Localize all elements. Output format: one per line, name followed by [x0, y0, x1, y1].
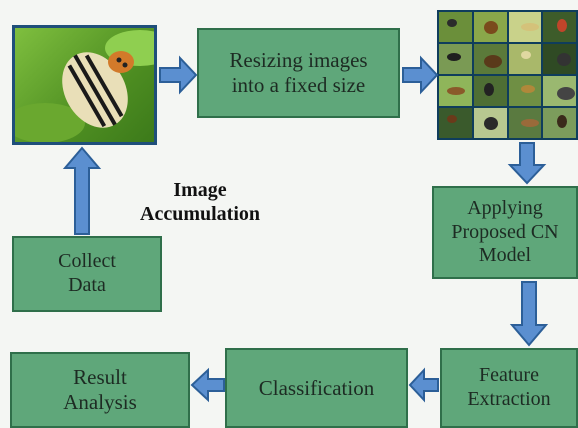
arrow-feature-to-classification: [408, 367, 439, 403]
insect-icon: [557, 87, 576, 100]
insect-icon: [483, 117, 498, 130]
dataset-thumbnail: [543, 12, 576, 42]
insect-icon: [557, 19, 568, 32]
insect-icon: [520, 51, 531, 59]
insect-icon: [483, 55, 502, 68]
arrow-apply-to-feature: [509, 281, 549, 347]
collect-data-node: Collect Data: [12, 236, 162, 312]
arrow-collect-to-photo: [62, 146, 102, 235]
image-accumulation-label: Image Accumulation: [140, 179, 260, 225]
result-analysis-node: Result Analysis: [10, 352, 190, 428]
arrow-resize-to-grid: [402, 55, 439, 95]
insect-icon: [447, 87, 465, 95]
dataset-thumbnail: [543, 76, 576, 106]
arrow-photo-to-resize: [159, 55, 198, 95]
dataset-thumbnail: [508, 108, 542, 138]
insect-icon: [447, 19, 457, 27]
insect-icon: [483, 83, 494, 96]
insect-icon: [520, 23, 539, 31]
apply-label: Applying Proposed CN Model: [451, 197, 559, 267]
dataset-thumbnail: [508, 12, 542, 42]
dataset-thumbnail: [473, 12, 507, 42]
insect-icon: [520, 119, 539, 127]
insect-icon: [483, 21, 498, 34]
insect-icon: [557, 115, 568, 128]
dataset-thumbnail: [508, 76, 542, 106]
dataset-thumbnail: [439, 108, 472, 138]
dataset-thumbnail: [543, 108, 576, 138]
dataset-thumbnail: [439, 44, 472, 74]
result-label: Result Analysis: [63, 365, 137, 414]
dataset-thumbnail: [543, 44, 576, 74]
insect-dataset-grid: [437, 10, 578, 140]
feature-label: Feature Extraction: [467, 364, 551, 410]
dataset-thumbnail: [439, 76, 472, 106]
resize-label: Resizing images into a fixed size: [229, 48, 368, 97]
insect-icon: [557, 53, 572, 66]
dataset-thumbnail: [473, 108, 507, 138]
dataset-thumbnail: [508, 44, 542, 74]
beetle-icon: [15, 30, 154, 142]
classification-label: Classification: [258, 375, 375, 400]
arrow-grid-to-apply: [507, 142, 547, 185]
insect-icon: [447, 115, 457, 123]
beetle-photo: [12, 25, 157, 145]
insect-icon: [520, 85, 535, 93]
dataset-thumbnail: [473, 44, 507, 74]
collect-label: Collect Data: [58, 250, 116, 296]
arrow-classification-to-result: [190, 367, 225, 403]
dataset-thumbnail: [439, 12, 472, 42]
feature-extraction-node: Feature Extraction: [440, 348, 578, 428]
apply-model-node: Applying Proposed CN Model: [432, 186, 578, 279]
dataset-thumbnail: [473, 76, 507, 106]
insect-icon: [447, 53, 461, 61]
classification-node: Classification: [225, 348, 408, 428]
resize-node: Resizing images into a fixed size: [197, 28, 400, 118]
